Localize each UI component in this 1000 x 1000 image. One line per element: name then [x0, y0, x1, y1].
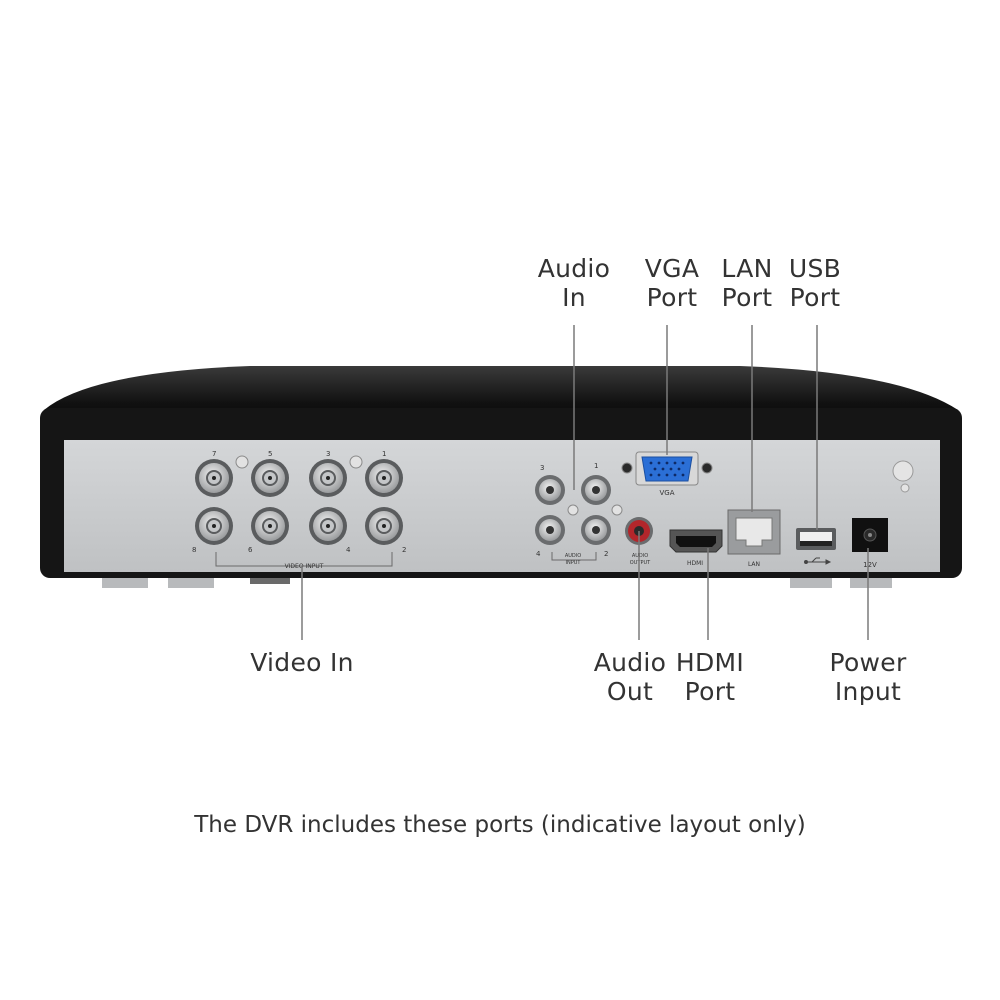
video-number: 6: [248, 546, 253, 554]
label-audio-in: Audio In: [537, 254, 611, 312]
label-hdmi-port: HDMI Port: [675, 648, 745, 706]
bnc-connector: [365, 459, 403, 497]
hdmi-connector: HDMI: [669, 529, 723, 567]
bnc-connector: [309, 507, 347, 545]
video-number: 2: [402, 546, 406, 554]
video-input-bracket: [215, 552, 393, 567]
video-number: 8: [192, 546, 196, 554]
bnc-connector: [309, 459, 347, 497]
vga-connector: VGA: [621, 451, 713, 497]
video-input-text: VIDEO INPUT: [285, 563, 324, 570]
video-number: 7: [212, 450, 216, 458]
rca-connector: [581, 515, 611, 545]
ground-screw: [900, 483, 910, 493]
audio-input-text: AUDIO: [565, 553, 581, 559]
audio-input-connectors: 3 1 4 2 AUDIO INPUT: [535, 462, 623, 566]
bnc-connector: [365, 507, 403, 545]
lan-text: LAN: [748, 561, 760, 568]
ground-terminal: [892, 460, 914, 482]
audio-number: 3: [540, 464, 544, 472]
power-mark-text: 12V: [863, 561, 877, 569]
panel-screw: [611, 504, 623, 516]
label-audio-out: Audio Out: [593, 648, 667, 706]
caption: The DVR includes these ports (indicative…: [194, 812, 806, 838]
audio-output-text: OUTPUT: [630, 560, 651, 566]
audio-input-text: INPUT: [566, 560, 582, 566]
panel-screw: [235, 455, 249, 469]
audio-output-text: AUDIO: [632, 553, 648, 559]
audio-number: 2: [604, 550, 608, 558]
audio-input-bracket: [551, 552, 597, 561]
power-input-connector: 12V: [852, 518, 888, 569]
audio-number: 4: [536, 550, 541, 558]
leader-lines: [301, 325, 869, 640]
panel-screw: [567, 504, 579, 516]
hdmi-text: HDMI: [687, 560, 703, 567]
label-vga-port: VGA Port: [644, 254, 700, 312]
lan-connector: LAN: [727, 509, 781, 568]
audio-number: 1: [594, 462, 598, 470]
rca-connector: [581, 475, 611, 505]
usb-symbol-icon: [804, 557, 832, 565]
panel-screw: [349, 455, 363, 469]
rca-connector: [535, 515, 565, 545]
vga-text: VGA: [659, 489, 674, 497]
video-number: 1: [382, 450, 386, 458]
bnc-connector: [195, 507, 233, 545]
bnc-connector: [195, 459, 233, 497]
video-number: 4: [346, 546, 351, 554]
usb-connector: [796, 528, 836, 565]
label-power-input: Power Input: [829, 648, 907, 706]
rca-connector: [535, 475, 565, 505]
video-input-connectors: 7 5 3 1 8 6 4 2 VIDEO INPUT: [192, 450, 406, 570]
label-usb-port: USB Port: [788, 254, 842, 312]
video-number: 3: [326, 450, 330, 458]
label-lan-port: LAN Port: [721, 254, 773, 312]
label-video-in: Video In: [250, 648, 354, 677]
bnc-connector: [251, 507, 289, 545]
bnc-connector: [251, 459, 289, 497]
video-number: 5: [268, 450, 272, 458]
